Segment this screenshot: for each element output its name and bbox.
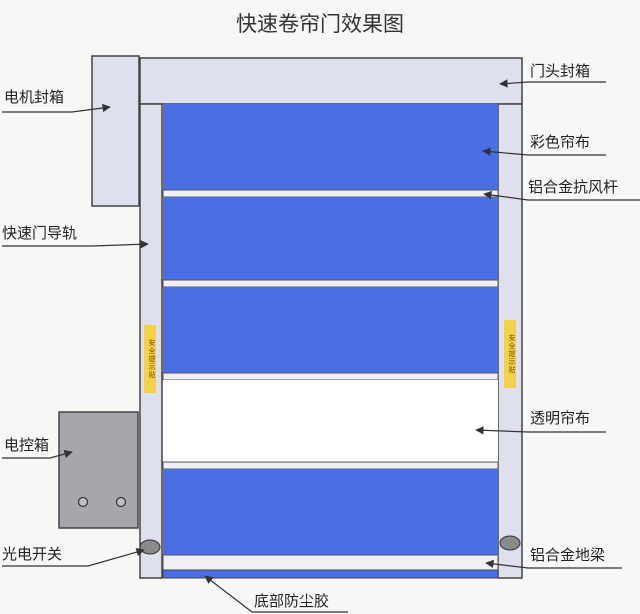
- leader-wind-bar: [483, 190, 640, 201]
- photo-sensor-right: [499, 535, 521, 551]
- curtain-panel: [163, 197, 498, 280]
- label-wind-bar: 铝合金抗风杆: [528, 178, 619, 196]
- warning-sticker-right: 安全提示贴: [504, 320, 516, 388]
- wind-bar: [162, 372, 499, 381]
- motor-box: [91, 55, 140, 207]
- label-motor-box: 电机封箱: [4, 88, 65, 106]
- leader-transparent-curtain: [475, 426, 606, 435]
- control-knob: [115, 496, 127, 508]
- label-head-box: 门头封箱: [530, 62, 591, 80]
- bottom-beam: [162, 554, 499, 571]
- diagram-title: 快速卷帘门效果图: [236, 12, 404, 36]
- leader-bottom-beam: [485, 559, 622, 569]
- warning-sticker-left: 安全提示贴: [144, 325, 156, 393]
- head-box: [139, 57, 523, 105]
- wind-bar: [162, 279, 499, 288]
- label-guide-rail: 快速门导轨: [2, 224, 78, 242]
- label-colored-curtain: 彩色帘布: [530, 133, 591, 151]
- leader-dust-rubber: [204, 575, 348, 613]
- curtain-panel: [163, 287, 498, 373]
- label-dust-rubber: 底部防尘胶: [254, 592, 330, 610]
- label-transparent-curtain: 透明帘布: [530, 409, 591, 427]
- photo-sensor-left: [139, 539, 161, 555]
- curtain-panel: [163, 469, 498, 555]
- leader-guide-rail: [2, 240, 149, 249]
- transparent-window: [163, 380, 498, 462]
- label-control-box: 电控箱: [4, 436, 50, 454]
- control-box: [58, 411, 139, 529]
- leader-head-box: [499, 79, 606, 88]
- guide-rail-right: [497, 103, 523, 579]
- leader-motor-box: [2, 103, 111, 113]
- dust-rubber: [162, 569, 499, 579]
- label-bottom-beam: 铝合金地梁: [530, 546, 606, 564]
- curtain-panel: [163, 104, 498, 190]
- wind-bar: [162, 189, 499, 198]
- leader-photo-switch: [2, 548, 145, 567]
- label-photo-switch: 光电开关: [2, 545, 63, 563]
- leader-colored-curtain: [482, 147, 606, 156]
- control-knob: [77, 496, 89, 508]
- wind-bar: [162, 461, 499, 470]
- leader-control-box: [2, 449, 73, 459]
